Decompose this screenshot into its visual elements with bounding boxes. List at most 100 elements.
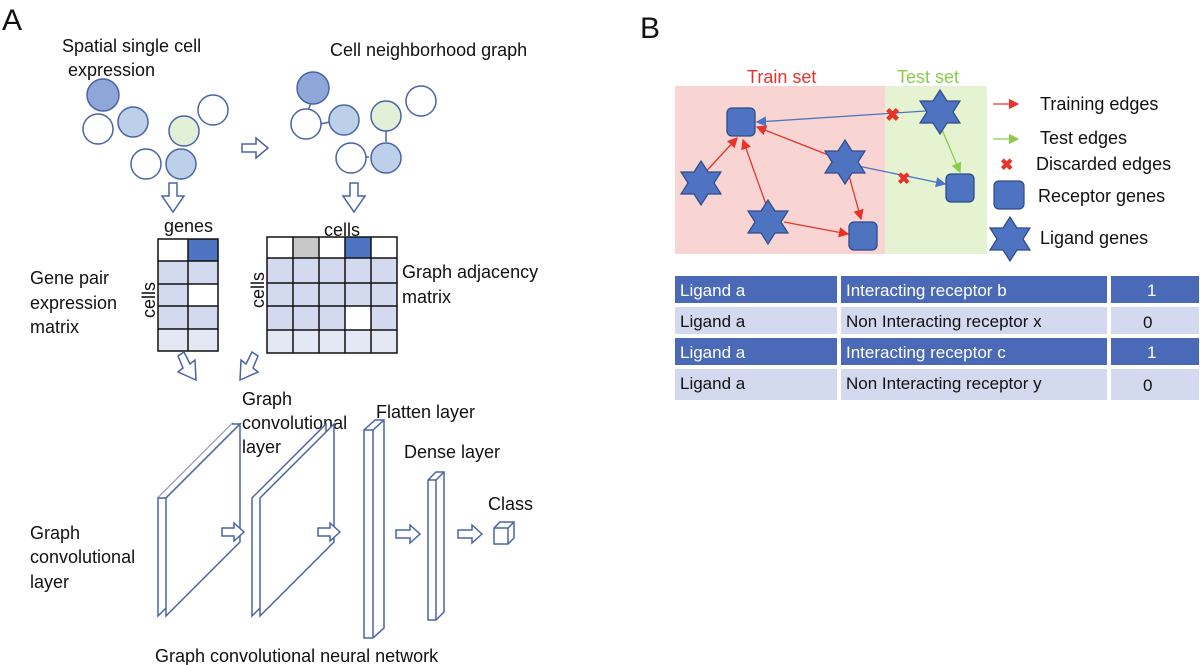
table-label: 0 — [1143, 376, 1152, 395]
adj-row-light — [267, 330, 397, 353]
spatial-cells — [82, 78, 229, 180]
gcl-top-line2: convolutional — [242, 413, 347, 433]
table-cell — [841, 276, 1107, 303]
discard-cross-icon: ✖ — [897, 171, 910, 188]
legend: Training edges Test edges ✖ Discarded ed… — [988, 94, 1171, 263]
adj-top-row — [267, 237, 397, 258]
gcl-left-line1: Graph — [30, 523, 80, 543]
matrix-cell-blue — [188, 239, 218, 261]
adj-matrix-line1: Graph adjacency — [402, 262, 538, 282]
graph-node-white — [335, 142, 367, 174]
table-cell — [1111, 369, 1199, 400]
discarded-edge — [857, 165, 947, 188]
table-ligand: Ligand a — [680, 343, 746, 362]
ligand-node — [918, 88, 962, 136]
table-cell — [1111, 276, 1199, 303]
flatten-label: Flatten layer — [376, 402, 475, 422]
dense-label: Dense layer — [404, 442, 500, 462]
receptor-nodes — [726, 107, 975, 251]
graph-node-mid — [370, 142, 402, 174]
legend-training-edges: Training edges — [1040, 94, 1158, 114]
adj-matrix-line2: matrix — [402, 287, 451, 307]
spatial-title-line2: expression — [68, 60, 155, 80]
cell-white — [130, 148, 162, 180]
cells-label-adjacency: cells — [248, 272, 268, 308]
network-caption: Graph convolutional neural network — [155, 646, 439, 665]
gcl-left-line2: convolutional — [30, 547, 135, 567]
spatial-title-line1: Spatial single cell — [62, 36, 201, 56]
cell-mid — [117, 106, 149, 138]
arrow-right-icon — [395, 523, 422, 545]
receptor-node — [848, 221, 878, 251]
table-ligand: Ligand a — [680, 374, 746, 393]
gcl-top-line1: Graph — [242, 389, 292, 409]
table-ligand: Ligand a — [680, 281, 746, 300]
layer-arrows — [221, 521, 484, 545]
adj-cell-white — [345, 306, 371, 330]
table-cell — [1111, 307, 1199, 334]
receptor-node — [945, 173, 975, 203]
cell-green — [168, 115, 200, 147]
test-edge — [939, 124, 962, 174]
test-set-label: Test set — [897, 67, 959, 87]
table-receptor: Non Interacting receptor x — [846, 312, 1042, 331]
table-label: 0 — [1143, 313, 1152, 332]
gcl-top-line3: layer — [242, 437, 281, 457]
neighborhood-graph — [290, 71, 437, 174]
gcl-left-line3: layer — [30, 572, 69, 592]
discarded-edge — [755, 110, 927, 127]
table-cell — [675, 307, 837, 334]
panel-b-label: B — [640, 12, 660, 45]
legend-ligand-icon — [988, 215, 1032, 263]
pair-table: Ligand a Interacting receptor b 1 Ligand… — [675, 276, 1199, 400]
cell-white — [197, 94, 229, 126]
ligand-node — [679, 159, 723, 207]
table-cell — [841, 369, 1107, 400]
table-receptor: Interacting receptor b — [846, 281, 1007, 300]
cell-dark — [86, 78, 120, 112]
cells-label-top: cells — [324, 220, 360, 240]
arrow-diagonal-icon — [176, 350, 197, 382]
cell-white — [82, 113, 114, 145]
arrow-diagonal-icon — [239, 350, 260, 382]
gcl-layer-1-face — [165, 422, 241, 618]
table-cell — [675, 369, 837, 400]
adj-cell-blue — [345, 237, 371, 258]
graph-node-white — [290, 108, 322, 140]
legend-discarded-edges: Discarded edges — [1036, 154, 1171, 174]
table-cell — [1111, 338, 1199, 365]
receptor-node — [726, 107, 756, 137]
expr-matrix-line2: expression — [30, 293, 117, 313]
table-cell — [675, 338, 837, 365]
matrix-cell-white — [188, 284, 218, 306]
expression-matrix — [157, 238, 219, 352]
graph-node-green — [370, 100, 402, 132]
matrix-cell-white — [158, 239, 188, 261]
legend-test-edges: Test edges — [1040, 128, 1127, 148]
ligand-node — [746, 198, 790, 246]
table-receptor: Non Interacting receptor y — [846, 374, 1042, 393]
arrow-right-icon — [457, 523, 484, 545]
arrow-down-icon — [160, 182, 186, 214]
class-label: Class — [488, 494, 533, 514]
cells-label-expression: cells — [139, 282, 159, 318]
graph-node-white — [405, 85, 437, 117]
table-label: 1 — [1147, 343, 1156, 362]
table-cell — [675, 276, 837, 303]
ligand-nodes — [679, 88, 962, 246]
legend-receptor-icon — [993, 180, 1025, 210]
arrow-right-icon — [241, 136, 270, 160]
legend-cross-icon: ✖ — [1000, 157, 1013, 174]
flatten-layer — [363, 419, 385, 639]
graph-title: Cell neighborhood graph — [330, 40, 527, 60]
arrow-down-icon — [341, 182, 367, 214]
adjacency-matrix — [266, 236, 398, 354]
gcl-layer-2-face — [259, 422, 335, 618]
discard-cross-icon: ✖ — [885, 105, 900, 125]
training-edge — [847, 171, 864, 221]
table-label: 1 — [1147, 281, 1156, 300]
table-ligand: Ligand a — [680, 312, 746, 331]
table-cell — [841, 338, 1107, 365]
table-receptor: Interacting receptor c — [846, 343, 1006, 362]
